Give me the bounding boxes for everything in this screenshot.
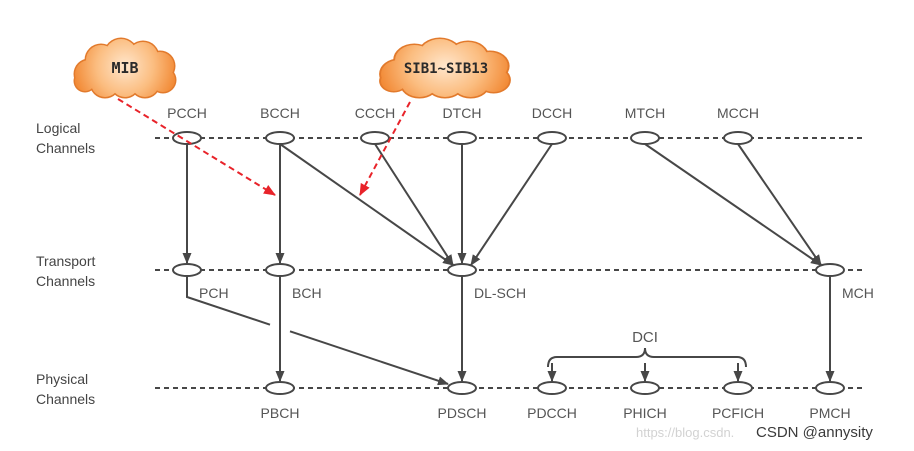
mapping-arrows [182, 143, 835, 386]
label-pdsch: PDSCH [437, 405, 486, 421]
node-mtch [630, 131, 660, 145]
label-dcch: DCCH [532, 105, 572, 121]
dci-label: DCI [632, 329, 658, 346]
arrow-bcch-to-dlsch [279, 143, 454, 266]
node-pcfich [723, 381, 753, 395]
label-mtch: MTCH [625, 105, 665, 121]
watermark-url: https://blog.csdn. [636, 425, 734, 440]
node-pbch [265, 381, 295, 395]
label-pcfich: PCFICH [712, 405, 764, 421]
dci-arrows [547, 363, 743, 382]
mib-cloud: MIB [73, 37, 177, 99]
label-mch: MCH [842, 285, 874, 301]
channel-nodes [172, 131, 845, 395]
node-mch [815, 263, 845, 277]
node-mcch [723, 131, 753, 145]
label-bcch: BCCH [260, 105, 300, 121]
node-bcch [265, 131, 295, 145]
cloud-sib-fill [381, 39, 509, 97]
logical-row-label-line-1: Logical [36, 120, 80, 136]
arrow-pch-to-pdsch-segment-2 [289, 330, 449, 386]
label-dtch: DTCH [443, 105, 482, 121]
node-pmch [815, 381, 845, 395]
physical-row-label-line-2: Channels [36, 391, 95, 407]
mib-label: MIB [111, 59, 138, 77]
node-dtch [447, 131, 477, 145]
label-mcch: MCCH [717, 105, 759, 121]
watermark-credit: CSDN @annysity [756, 424, 873, 441]
sib-cloud-shape [379, 37, 511, 99]
label-phich: PHICH [623, 405, 667, 421]
label-bch: BCH [292, 285, 322, 301]
arrow-mcch-to-mch [737, 143, 822, 266]
arrow-pch-to-pdsch-segment-1 [186, 276, 271, 326]
mib-pointer-arrow [117, 98, 276, 196]
sib-label: SIB1~SIB13 [404, 61, 488, 77]
arrow-mtch-to-mch [644, 143, 822, 266]
sib-pointer-arrow [359, 101, 411, 196]
arrow-pch-to-pdsch [186, 276, 449, 386]
transport-row-label-line-1: Transport [36, 253, 96, 269]
arrow-dcch-to-dlsch [470, 143, 553, 266]
node-pdcch [537, 381, 567, 395]
label-pbch: PBCH [261, 405, 300, 421]
node-bch [265, 263, 295, 277]
node-pdsch [447, 381, 477, 395]
label-dlsch: DL-SCH [474, 285, 526, 301]
logical-row-label-line-2: Channels [36, 140, 95, 156]
sib-cloud: SIB1~SIB13 [379, 37, 511, 99]
label-pmch: PMCH [809, 405, 850, 421]
physical-row-label-line-1: Physical [36, 371, 88, 387]
label-pch: PCH [199, 285, 229, 301]
node-dcch [537, 131, 567, 145]
mib-cloud-shape [73, 37, 177, 99]
node-pcch [172, 131, 202, 145]
node-ccch [360, 131, 390, 145]
label-pdcch: PDCCH [527, 405, 577, 421]
label-pcch: PCCH [167, 105, 207, 121]
cloud-mib-fill [75, 39, 175, 97]
label-ccch: CCCH [355, 105, 395, 121]
transport-row-label-line-2: Channels [36, 273, 95, 289]
node-phich [630, 381, 660, 395]
dci-group: DCI [547, 329, 747, 382]
node-dlsch [447, 263, 477, 277]
dci-brace [547, 347, 747, 368]
arrow-ccch-to-dlsch [374, 143, 454, 266]
node-pch [172, 263, 202, 277]
